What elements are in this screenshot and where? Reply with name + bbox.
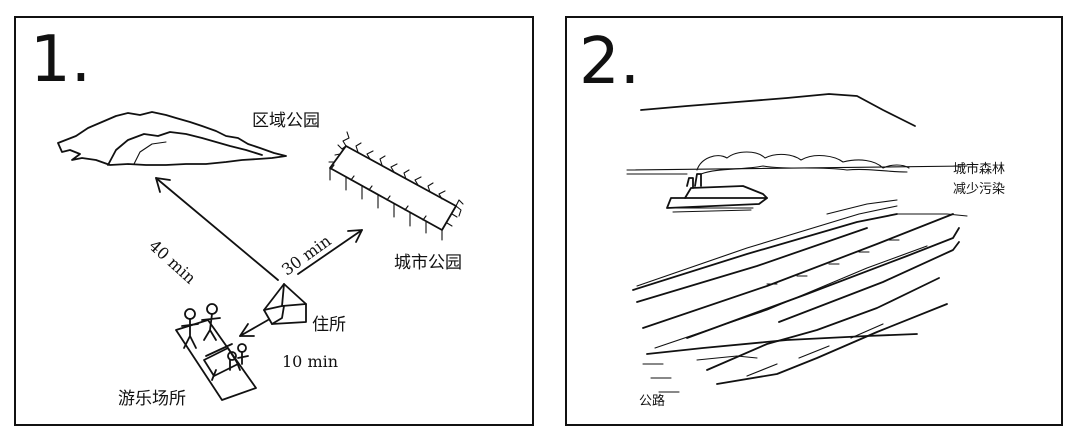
playground-label: 游乐场所 [118,389,186,409]
regional-park-label: 区域公园 [252,111,320,131]
residence-label: 住所 [312,315,346,335]
city-park-plot-icon [328,131,464,241]
highway-and-forest-belts-icon [632,199,968,393]
distance-diagram-drawing [57,111,464,401]
city-park-label: 城市公园 [394,253,462,273]
panel-urban-forest-sketch: 2. [565,16,1063,426]
panel-number: 1. [30,23,92,97]
factory-smoke-icon [666,151,910,213]
playground-icon [175,303,257,401]
urban-forest-drawing [626,93,968,393]
urban-forest-label-line1: 城市森林 [953,162,1006,177]
highway-label: 公路 [639,394,666,409]
arrow-to-city-park-icon [297,229,363,275]
arrow-to-playground-icon [239,319,269,337]
mountain-ridge-icon [640,93,916,127]
residence-house-icon [263,283,307,325]
panel-distance-diagram: 1. [14,16,534,426]
regional-park-hills-icon [57,111,287,166]
urban-forest-label-line2: 减少污染 [953,182,1006,197]
arrow-to-regional-park-icon [155,177,279,281]
panel-number: 2. [579,25,641,99]
time-to-playground-label: 10 min [282,352,339,371]
